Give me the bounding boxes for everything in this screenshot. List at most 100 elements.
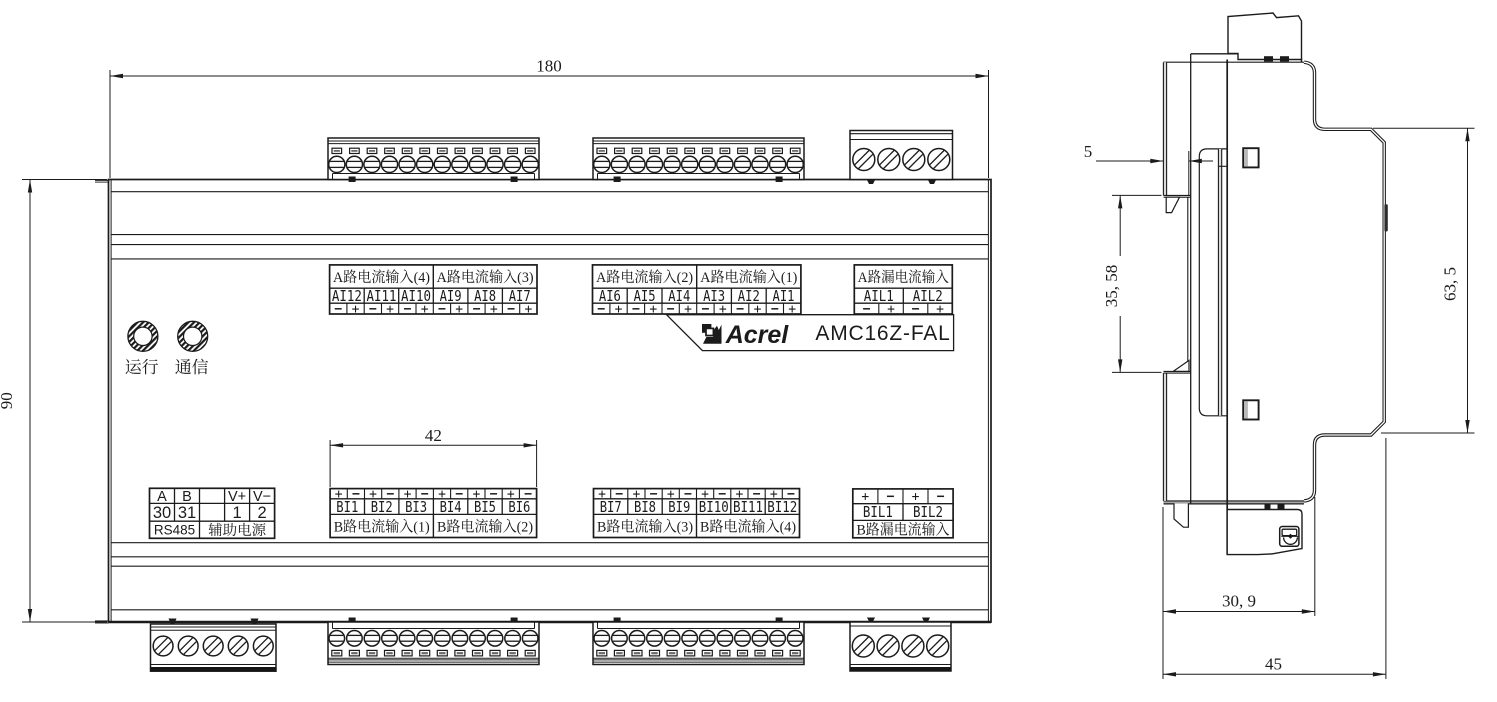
polarity-sign: − <box>473 302 481 317</box>
dim-rail-opening: 35, 58 <box>1102 265 1121 308</box>
screw-icon <box>592 155 611 174</box>
polarity-sign: + <box>887 302 895 317</box>
screw-icon <box>663 155 681 174</box>
terminal-number: 2 <box>258 504 267 522</box>
polarity-sign: + <box>369 487 377 502</box>
wire-slot <box>454 649 466 657</box>
table-b-input-3-4: B路电流输入(3) B路电流输入(4) BI7 BI8 BI9 BI10 BI1… <box>592 487 801 539</box>
screw-icon <box>610 155 629 174</box>
terminal-block-top-a43 <box>327 137 540 182</box>
polarity-sign: − <box>912 302 920 317</box>
channel-label: AI2 <box>738 287 760 305</box>
screw-icon <box>433 629 451 647</box>
polarity-sign: + <box>352 302 360 317</box>
screw-icon <box>227 635 249 657</box>
signal-label: V− <box>253 489 271 505</box>
channel-label: BIL1 <box>863 503 893 521</box>
polarity-sign: + <box>507 487 515 502</box>
channel-label: BI6 <box>508 498 530 516</box>
channel-label: BI12 <box>767 498 797 516</box>
screw-icon <box>698 155 717 174</box>
terminal-block-bottom-b12 <box>327 617 540 666</box>
wire-slot <box>366 147 378 155</box>
screw-icon <box>698 629 716 647</box>
screw-icon <box>486 629 504 647</box>
brand-name: Acrel <box>725 321 790 349</box>
channel-label: AI11 <box>367 287 397 305</box>
channel-label: AI12 <box>332 287 362 305</box>
screw-icon <box>380 155 399 174</box>
wire-slot <box>471 649 484 657</box>
led-indicator-icon <box>127 320 159 352</box>
channel-label: BI2 <box>371 498 393 516</box>
wire-slot <box>507 147 518 155</box>
channel-label: AI7 <box>509 287 531 305</box>
screw-icon <box>152 635 174 657</box>
channel-label: BI7 <box>600 498 622 516</box>
screw-icon <box>610 629 628 647</box>
screw-icon <box>252 635 274 657</box>
polarity-sign: − <box>421 487 429 502</box>
polarity-sign: + <box>649 302 657 317</box>
wire-slot <box>419 649 431 657</box>
wire-slot <box>736 649 749 657</box>
wire-slot <box>401 649 413 657</box>
table-header: B路电流输入(4) <box>700 515 796 536</box>
channel-label: AI4 <box>668 287 690 305</box>
screw-icon <box>504 629 522 647</box>
screw-icon <box>416 629 434 647</box>
polarity-sign: − <box>771 302 779 317</box>
wire-slot <box>701 649 713 657</box>
wire-slot <box>684 649 696 657</box>
wire-slot <box>401 147 413 155</box>
polarity-sign: + <box>912 490 920 505</box>
clamp-screw-icon <box>1278 525 1300 548</box>
wire-slot <box>384 147 395 155</box>
polarity-sign: − <box>334 302 342 317</box>
channel-label: AI3 <box>703 287 725 305</box>
table-a-input-4-3: A路电流输入(4) A路电流输入(3) AI12 AI11 AI10 AI9 A… <box>328 264 538 317</box>
wire-slot <box>331 649 343 657</box>
screw-icon <box>733 629 752 647</box>
screw-icon <box>901 634 925 658</box>
polarity-sign: − <box>736 302 744 317</box>
wire-slot <box>524 649 536 657</box>
polarity-sign: + <box>438 487 446 502</box>
status-leds: 运行 通信 <box>125 320 209 378</box>
wire-slot <box>331 147 343 155</box>
screw-icon <box>328 629 346 647</box>
model-name: AMC16Z-FAL <box>815 322 950 345</box>
screw-icon <box>345 629 363 647</box>
screw-icon <box>521 155 540 174</box>
screw-icon <box>876 634 900 658</box>
wire-slot <box>524 147 536 155</box>
polarity-sign: − <box>524 487 532 502</box>
table-header: A路电流输入(2) <box>596 266 693 287</box>
screw-icon <box>521 629 539 647</box>
acrel-logo-icon <box>702 324 722 344</box>
wire-slot <box>596 147 608 155</box>
screw-icon <box>593 629 611 647</box>
signal-label: V+ <box>228 489 246 505</box>
wire-slot <box>489 147 501 155</box>
wire-slot <box>419 147 431 155</box>
wire-slot <box>666 147 678 155</box>
screw-icon <box>925 634 950 658</box>
channel-label: AI1 <box>773 287 795 305</box>
polarity-sign: + <box>335 487 343 502</box>
polarity-sign: + <box>770 487 778 502</box>
polarity-sign: − <box>937 490 945 505</box>
screw-icon <box>486 155 504 174</box>
channel-label: BI3 <box>405 498 427 516</box>
terminal-number: 31 <box>178 504 196 522</box>
wire-slot <box>489 649 501 657</box>
brand-banner: Acrel AMC16Z-FAL <box>664 314 955 352</box>
channel-label: BI11 <box>733 498 763 516</box>
wire-slot <box>771 649 784 657</box>
screw-icon <box>451 155 469 174</box>
wire-slot <box>789 147 801 155</box>
channel-label: BI8 <box>634 498 656 516</box>
wire-slot <box>701 147 713 155</box>
screw-icon <box>681 629 699 647</box>
